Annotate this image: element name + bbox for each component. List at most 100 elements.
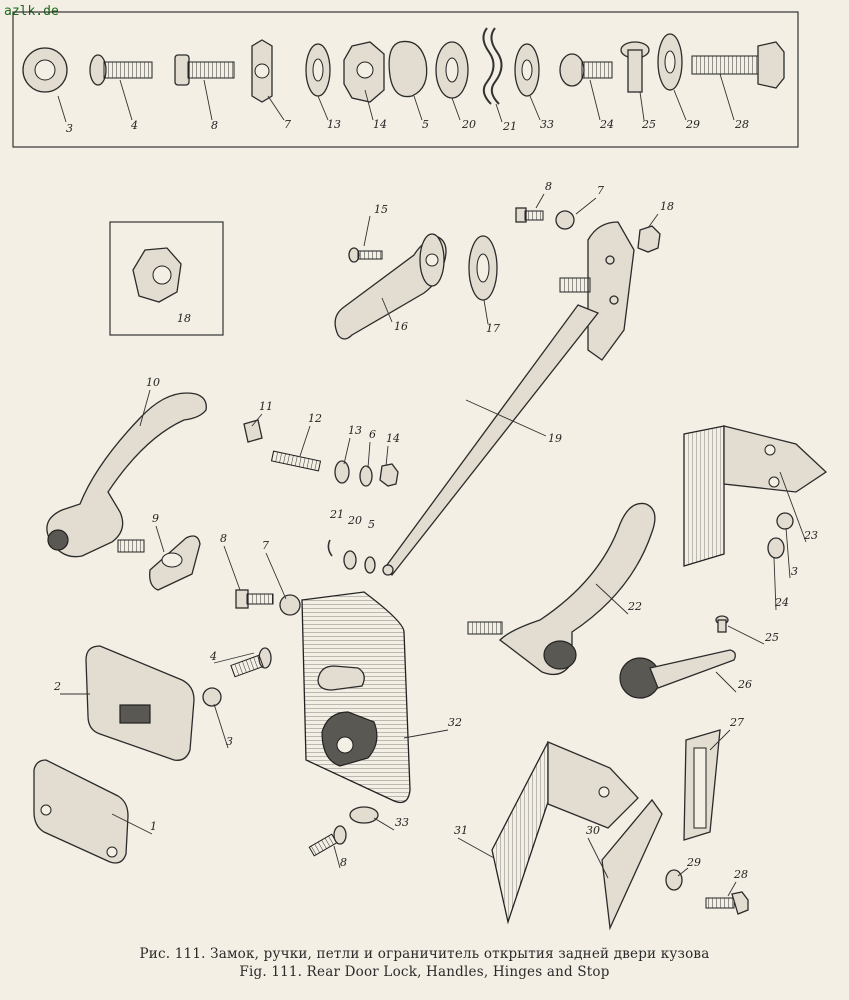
outer-handle-10 <box>46 392 207 558</box>
callout: 33 <box>395 816 409 829</box>
legend-part-21-cotter-pin <box>482 27 503 105</box>
figure-caption-en: Fig. 111. Rear Door Lock, Handles, Hinge… <box>239 964 610 980</box>
legend-part-8-bolt <box>174 54 235 86</box>
callout: 17 <box>486 322 500 335</box>
callout: 25 <box>764 631 779 644</box>
washer-20-small <box>343 550 357 570</box>
legend-part-4-countersunk-screw <box>89 54 153 86</box>
screw-4-left <box>230 647 272 678</box>
pin-21-small <box>327 539 333 557</box>
hinge-23 <box>683 425 828 567</box>
screw-24-right <box>767 537 785 559</box>
callout: 7 <box>262 539 269 552</box>
legend-label: 5 <box>422 118 429 131</box>
inner-handle-16 <box>334 233 447 340</box>
callouts: 15 16 17 8 7 18 19 10 11 12 13 6 14 9 21… <box>53 180 818 881</box>
stop-bracket <box>559 221 635 361</box>
washer-7-top <box>555 210 575 230</box>
callout: 20 <box>347 514 362 527</box>
callout: 7 <box>597 184 604 197</box>
bolt-8-lower <box>308 825 347 857</box>
nut-18-top <box>637 225 661 253</box>
callout: 22 <box>627 600 642 613</box>
callout: 21 <box>329 508 344 521</box>
escutcheon-17 <box>468 235 498 301</box>
plate-30 <box>601 798 663 931</box>
callout: 4 <box>209 650 217 663</box>
washer-3-right <box>776 512 794 530</box>
legend-part-29-washer <box>657 33 683 91</box>
lock-body-32 <box>301 591 411 804</box>
legend-label: 24 <box>599 118 614 131</box>
legend-label: 8 <box>211 119 218 132</box>
callout: 15 <box>374 203 388 216</box>
callout: 24 <box>774 596 789 609</box>
legend-part-13-washer <box>305 43 331 97</box>
legend-label: 14 <box>373 118 387 131</box>
figure-caption-ru: Рис. 111. Замок, ручки, петли и ограничи… <box>139 946 710 962</box>
stud-12 <box>270 450 322 472</box>
gasket-27 <box>683 729 721 841</box>
washer-33-lower <box>349 806 379 824</box>
stop-rod-19 <box>382 304 600 576</box>
stop-arm-26 <box>619 649 736 699</box>
callout: 2 <box>53 680 61 693</box>
washer-11 <box>243 419 263 443</box>
inset-nut-18: 18 <box>132 247 191 325</box>
washer-13-mid <box>334 460 350 484</box>
bolt-8-top <box>515 207 544 223</box>
bolt-28-right <box>705 891 749 915</box>
washer-3-left <box>202 687 222 707</box>
washer-6-mid <box>359 465 373 487</box>
inset-label: 18 <box>177 312 191 325</box>
callout: 8 <box>340 856 347 869</box>
gasket-9 <box>149 535 201 591</box>
callout: 1 <box>150 820 157 833</box>
callout: 11 <box>259 400 273 413</box>
screw-15 <box>348 247 383 263</box>
callout: 29 <box>686 856 701 869</box>
callout: 32 <box>448 716 462 729</box>
callout: 26 <box>737 678 752 691</box>
callout: 6 <box>369 428 376 441</box>
callout: 27 <box>729 716 744 729</box>
legend-label: 3 <box>66 122 73 135</box>
legend-label: 21 <box>502 120 517 133</box>
callout: 5 <box>368 518 375 531</box>
outer-handle-22 <box>467 502 656 676</box>
legend-part-7-star-washer <box>251 39 273 103</box>
legend-label: 28 <box>734 118 749 131</box>
callout: 28 <box>733 868 748 881</box>
lock-cover-2 <box>85 645 195 761</box>
callout: 13 <box>348 424 362 437</box>
legend-label: 20 <box>461 118 476 131</box>
legend-part-3-lock-washer <box>22 47 68 93</box>
legend-part-24-screw <box>559 53 613 87</box>
legend-label: 7 <box>284 118 291 131</box>
inset-frame <box>109 221 224 336</box>
legend-part-25-rivet <box>620 41 650 93</box>
callout: 14 <box>386 432 400 445</box>
callout: 8 <box>545 180 552 193</box>
gasket-1 <box>33 759 129 864</box>
legend-label: 25 <box>641 118 656 131</box>
legend-part-33-toothed-washer <box>514 43 540 97</box>
nut-14-mid <box>379 463 399 487</box>
callout: 19 <box>548 432 562 445</box>
legend-label: 29 <box>685 118 700 131</box>
fasteners-legend-frame <box>12 11 799 148</box>
legend-label: 13 <box>327 118 341 131</box>
legend-label: 4 <box>130 119 138 132</box>
legend-labels: 3 4 8 7 13 14 5 20 21 33 24 25 29 28 <box>66 118 749 135</box>
callout: 12 <box>308 412 322 425</box>
bolt-8-left <box>235 589 274 609</box>
callout: 9 <box>152 512 159 525</box>
callout: 30 <box>586 824 600 837</box>
legend-label: 33 <box>540 118 554 131</box>
callout: 3 <box>226 735 233 748</box>
legend-part-28-hex-bolt <box>691 41 785 89</box>
callout: 3 <box>791 565 798 578</box>
callout: 18 <box>660 200 674 213</box>
callout: 10 <box>146 376 160 389</box>
